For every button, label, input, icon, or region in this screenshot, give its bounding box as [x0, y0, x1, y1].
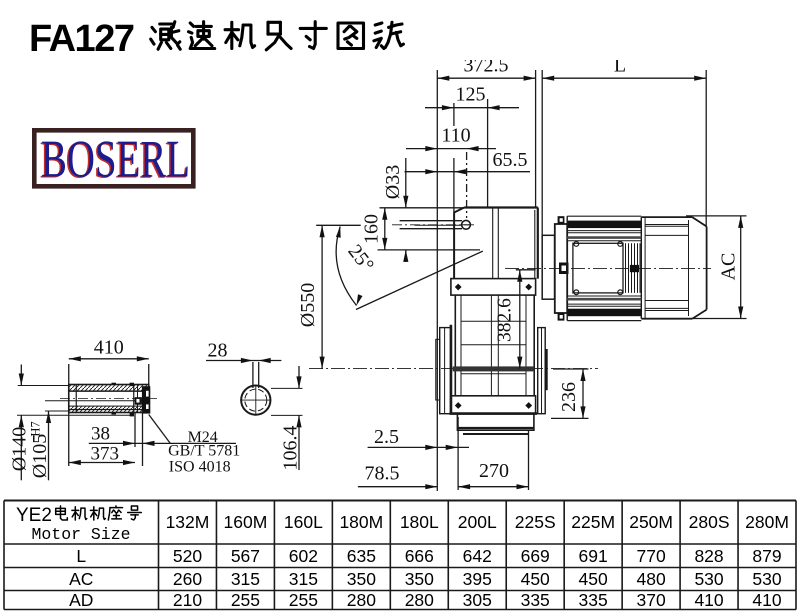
svg-text:450: 450 [579, 569, 608, 589]
svg-text:255: 255 [289, 590, 318, 610]
svg-text:2.5: 2.5 [374, 426, 399, 448]
svg-text:110: 110 [441, 125, 470, 147]
svg-text:225S: 225S [515, 512, 556, 532]
svg-text:372.5: 372.5 [464, 60, 509, 77]
svg-text:AC: AC [718, 253, 740, 281]
svg-text:410: 410 [752, 590, 781, 610]
svg-text:642: 642 [463, 546, 492, 566]
svg-text:280: 280 [405, 590, 434, 610]
svg-text:770: 770 [637, 546, 666, 566]
svg-text:AD: AD [69, 590, 93, 610]
svg-text:236: 236 [558, 382, 580, 412]
svg-text:530: 530 [752, 569, 781, 589]
svg-text:FA127: FA127 [29, 18, 134, 60]
svg-text:Motor Size: Motor Size [31, 525, 130, 544]
svg-text:350: 350 [347, 569, 376, 589]
svg-text:280: 280 [347, 590, 376, 610]
svg-text:Ø550: Ø550 [297, 283, 319, 327]
svg-text:28: 28 [208, 340, 228, 362]
svg-text:160M: 160M [224, 512, 268, 532]
svg-text:L: L [614, 60, 626, 77]
svg-text:255: 255 [231, 590, 260, 610]
svg-text:225M: 225M [571, 512, 615, 532]
svg-text:350: 350 [405, 569, 434, 589]
svg-text:BOSERL: BOSERL [41, 131, 190, 189]
svg-text:200L: 200L [458, 512, 497, 532]
svg-text:260: 260 [173, 569, 202, 589]
svg-text:335: 335 [521, 590, 550, 610]
svg-text:305: 305 [463, 590, 492, 610]
svg-text:315: 315 [289, 569, 318, 589]
svg-text:373: 373 [90, 443, 119, 464]
svg-text:GB/T 5781: GB/T 5781 [168, 443, 240, 460]
svg-text:H7: H7 [29, 421, 43, 436]
svg-text:180L: 180L [400, 512, 439, 532]
svg-text:335: 335 [579, 590, 608, 610]
svg-text:250M: 250M [629, 512, 673, 532]
svg-text:Ø140: Ø140 [9, 427, 31, 471]
svg-text:395: 395 [463, 569, 492, 589]
svg-text:AC: AC [69, 569, 93, 589]
svg-text:602: 602 [289, 546, 318, 566]
svg-text:530: 530 [694, 569, 723, 589]
svg-text:635: 635 [347, 546, 376, 566]
svg-text:38: 38 [91, 424, 110, 445]
svg-text:567: 567 [231, 546, 260, 566]
svg-text:125: 125 [456, 84, 486, 106]
svg-text:382.6: 382.6 [495, 298, 516, 342]
svg-text:828: 828 [694, 546, 723, 566]
svg-text:160: 160 [361, 214, 383, 244]
svg-text:879: 879 [752, 546, 781, 566]
svg-text:ISO 4018: ISO 4018 [169, 459, 231, 476]
svg-text:315: 315 [231, 569, 260, 589]
svg-text:Ø33: Ø33 [382, 165, 404, 199]
svg-text:106.4: 106.4 [280, 426, 302, 471]
svg-text:160L: 160L [284, 512, 323, 532]
svg-text:410: 410 [94, 337, 124, 359]
svg-text:370: 370 [637, 590, 666, 610]
svg-text:666: 666 [405, 546, 434, 566]
svg-text:YE2: YE2 [16, 505, 52, 526]
svg-text:65.5: 65.5 [493, 149, 528, 171]
svg-text:BOSERL: BOSERL [40, 132, 189, 190]
svg-text:Ø105: Ø105 [29, 434, 51, 478]
svg-text:520: 520 [173, 546, 202, 566]
svg-text:210: 210 [173, 590, 202, 610]
svg-text:132M: 132M [166, 512, 210, 532]
svg-text:M24: M24 [188, 429, 218, 446]
svg-text:669: 669 [521, 546, 550, 566]
svg-text:78.5: 78.5 [365, 463, 400, 485]
svg-text:450: 450 [521, 569, 550, 589]
svg-text:280M: 280M [745, 512, 789, 532]
svg-text:180M: 180M [339, 512, 383, 532]
svg-text:691: 691 [579, 546, 608, 566]
svg-text:480: 480 [637, 569, 666, 589]
svg-text:L: L [76, 546, 86, 566]
svg-text:270: 270 [479, 460, 509, 482]
svg-text:280S: 280S [689, 512, 730, 532]
svg-text:410: 410 [694, 590, 723, 610]
